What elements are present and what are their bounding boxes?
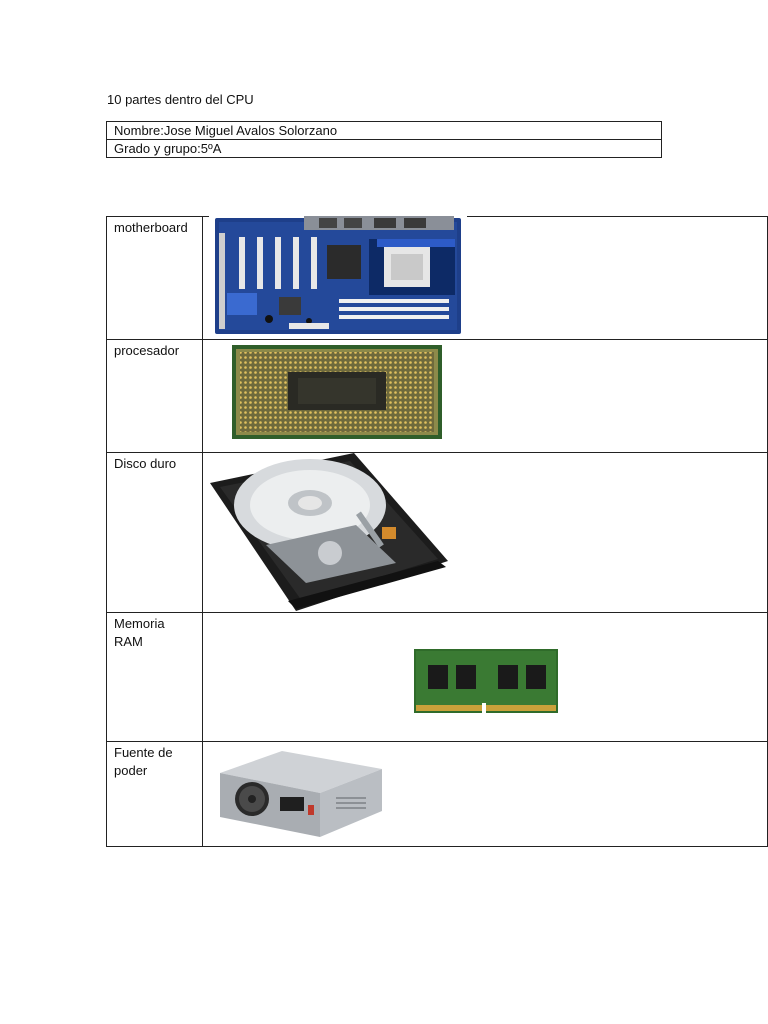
parts-table-bottom-border [106,846,768,847]
part-row-fuente-de-poder: Fuente de poder [106,741,768,848]
cpu-icon [218,340,448,444]
part-label: Fuente de poder [114,745,173,778]
part-label: procesador [114,343,180,358]
student-name: Nombre:Jose Miguel Avalos Solorzano [106,121,662,140]
group-row: Grado y grupo:5ºA [106,139,662,158]
student-info-table: Nombre:Jose Miguel Avalos Solorzano Grad… [106,121,662,158]
part-label: Memoria RAM [114,616,165,649]
parts-table-column-divider [202,216,203,847]
document-title: 10 partes dentro del CPU [107,92,254,107]
power-supply-icon [216,747,386,839]
name-row: Nombre:Jose Miguel Avalos Solorzano [106,121,662,140]
motherboard-icon [209,215,467,337]
student-group: Grado y grupo:5ºA [106,139,662,158]
part-label: Disco duro [114,456,177,471]
part-label: motherboard [114,220,188,235]
part-row-disco-duro: Disco duro [106,452,768,613]
parts-table: motherboard procesador [106,215,768,848]
part-row-memoria-ram: Memoria RAM [106,612,768,742]
ram-icon [400,613,570,740]
parts-table-left-border [106,216,107,847]
hard-disk-icon [206,453,450,611]
part-row-procesador: procesador [106,339,768,453]
